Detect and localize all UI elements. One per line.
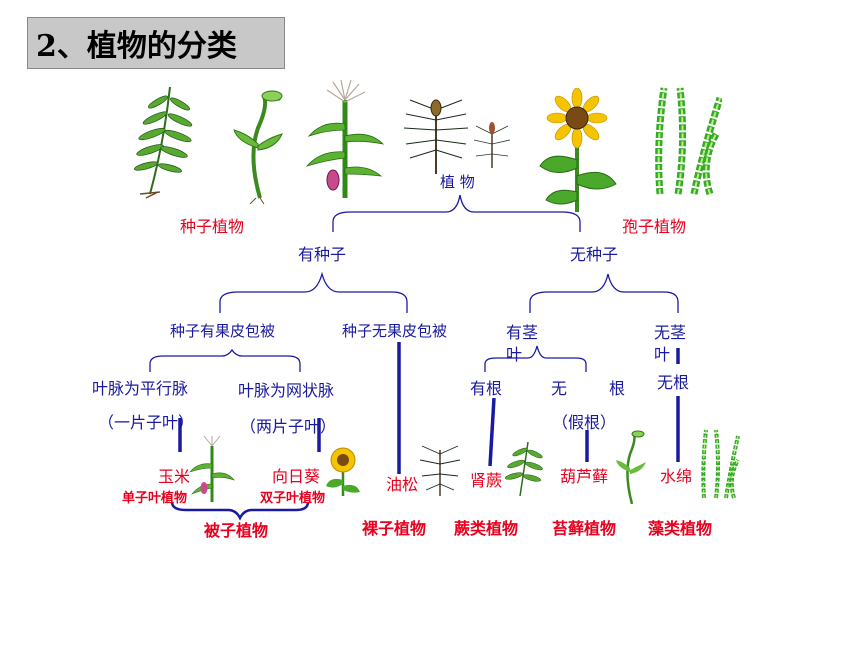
page-title: 2、植物的分类 [27,17,285,69]
with-pericarp-label: 种子有果皮包被 [170,322,276,340]
fern-illustration [134,86,193,199]
parallel-vein-label: 叶脉为平行脉 [92,379,189,398]
algae-label: 水绵 [660,467,693,486]
spirogyra-small-illustration [701,429,740,499]
rootless-label: 无根 [657,373,690,392]
algae-group-label: 藻类植物 [648,519,713,538]
sunflower-illustration [539,88,617,212]
pine-twig-illustration [473,122,511,168]
has-root-label: 有根 [470,379,503,398]
seed-plants-label: 种子植物 [180,217,245,236]
has-seed-label: 有种子 [298,245,347,264]
angiosperm-label: 被子植物 [204,521,269,540]
corn-label: 玉米 [158,467,191,486]
spirogyra-illustration [655,87,722,196]
no-root-label-1: 无 [551,379,568,398]
pine-branch-illustration [403,99,469,174]
moss-label: 葫芦藓 [560,467,609,486]
moss-sprout-illustration [233,90,283,204]
pine-label: 油松 [386,475,419,494]
fern-label: 肾蕨 [470,471,503,490]
dicot-label: 双子叶植物 [260,491,326,506]
corn-small-illustration [189,436,235,502]
root-label: 植 物 [440,173,475,191]
moss-small-illustration [616,430,646,504]
monocot-label: 单子叶植物 [122,491,188,506]
pine-small-illustration [419,445,461,496]
no-seed-label: 无种子 [570,245,619,264]
false-root-label: （假根） [552,413,617,432]
one-cotyledon-label: （一片子叶） [98,413,195,432]
spore-plants-label: 孢子植物 [622,217,687,236]
fern-small-illustration [505,441,543,497]
no-stem-leaf-label: 无茎叶 [654,323,687,364]
stem-leaf-label: 有茎叶 [506,323,539,364]
without-pericarp-label: 种子无果皮包被 [342,322,448,340]
two-cotyledons-label: （两片子叶） [240,417,337,436]
no-root-label-2: 根 [609,379,626,398]
sunflower-small-illustration [326,447,360,496]
net-vein-label: 叶脉为网状脉 [238,381,335,400]
corn-illustration [305,80,385,198]
gymnosperm-label: 裸子植物 [362,519,427,538]
sunflower-label: 向日葵 [272,467,321,486]
bryophyte-label: 苔藓植物 [552,519,617,538]
pteridophyte-label: 蕨类植物 [454,519,519,538]
